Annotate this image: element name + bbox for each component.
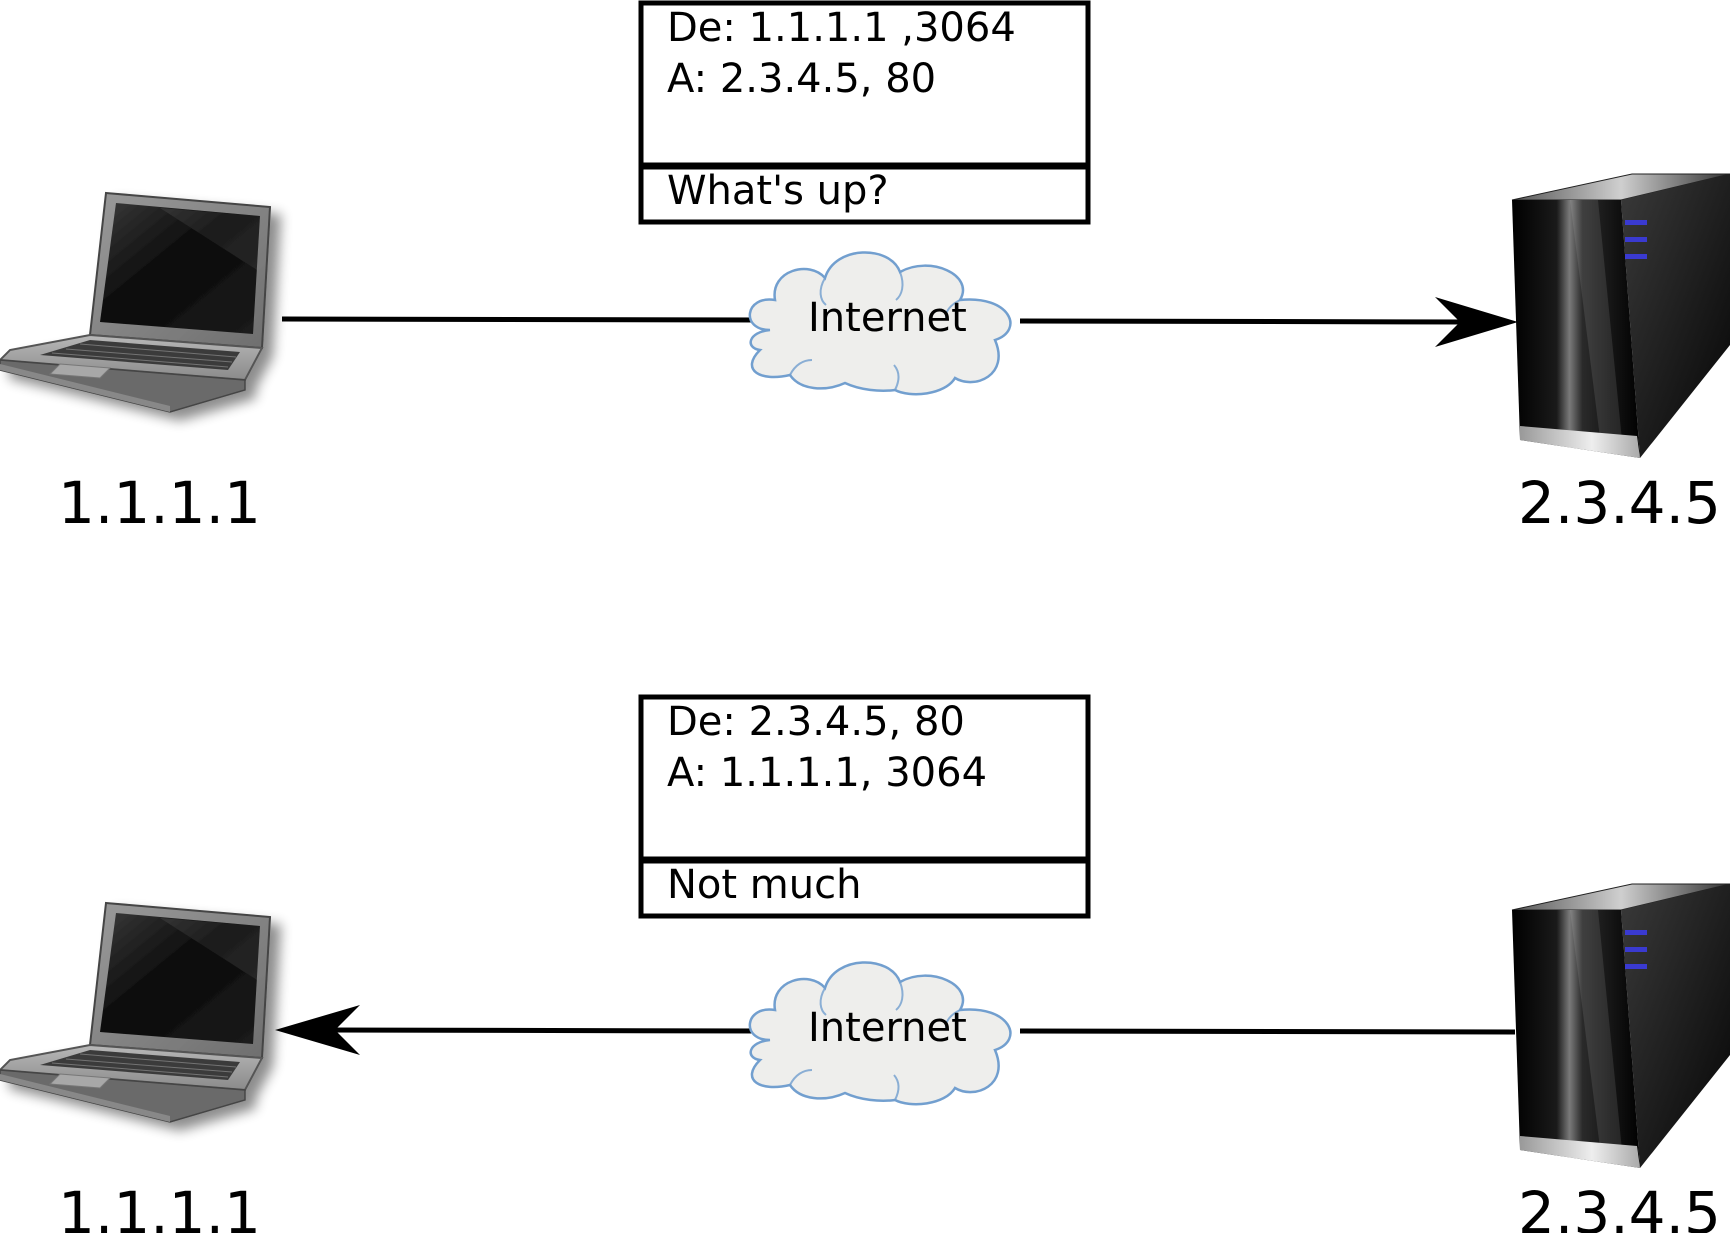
client-ip-label: 1.1.1.1 <box>58 469 261 537</box>
server-ip-label: 2.3.4.5 <box>1518 469 1721 537</box>
packet-to-label: A: 2.3.4.5, 80 <box>667 56 936 102</box>
packet-from-label: De: 2.3.4.5, 80 <box>667 699 965 745</box>
packet-payload-label: Not much <box>667 862 861 908</box>
panel-response: De: 2.3.4.5, 80 A: 1.1.1.1, 3064 Not muc… <box>0 694 1730 1233</box>
packet-to-label: A: 1.1.1.1, 3064 <box>667 750 987 796</box>
packet-payload-label: What's up? <box>667 168 889 214</box>
server-icon <box>1511 883 1730 1169</box>
packet-request: De: 1.1.1.1 ,3064 A: 2.3.4.5, 80 What's … <box>638 0 1091 225</box>
server-icon <box>1511 173 1730 459</box>
connection-arrow <box>275 1005 1516 1055</box>
packet-response: De: 2.3.4.5, 80 A: 1.1.1.1, 3064 Not muc… <box>638 694 1091 919</box>
packet-payload-box <box>638 858 1091 919</box>
packet-payload-box <box>638 164 1091 225</box>
arrowhead-left-icon <box>275 1005 360 1055</box>
cloud-label: Internet <box>808 1005 967 1051</box>
arrowhead-right-icon <box>1435 297 1518 347</box>
client-ip-label: 1.1.1.1 <box>58 1179 261 1233</box>
laptop-icon <box>0 903 270 1122</box>
connection-arrow <box>281 297 1518 347</box>
packet-header-box <box>638 694 1091 862</box>
packet-from-label: De: 1.1.1.1 ,3064 <box>667 5 1016 51</box>
server-ip-label: 2.3.4.5 <box>1518 1179 1721 1233</box>
laptop-icon <box>0 193 270 412</box>
panel-request: De: 1.1.1.1 ,3064 A: 2.3.4.5, 80 What's … <box>0 0 1730 537</box>
cloud-label: Internet <box>808 295 967 341</box>
packet-header-box <box>638 0 1091 168</box>
